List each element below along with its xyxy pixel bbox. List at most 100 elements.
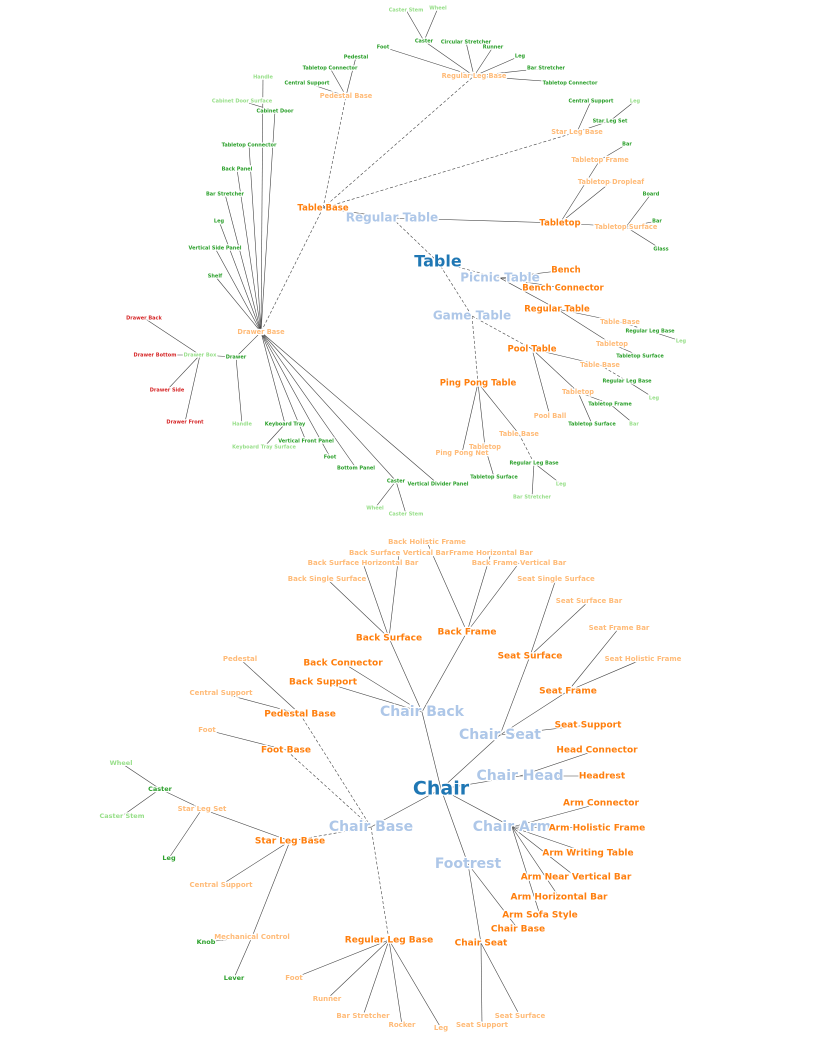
node-label-halo: Drawer Box	[184, 353, 217, 359]
node-label-halo: Caster	[415, 39, 434, 45]
node-label-halo: Rocker	[388, 1021, 416, 1029]
edge-t_tt_surf-t_tt_board	[625, 193, 652, 228]
edge-t_pt-t_pt_bc	[499, 277, 564, 289]
node-label-halo: Regular Leg Base	[509, 461, 559, 467]
node-label-t-db-bs: Bar Stretcher	[206, 192, 245, 198]
node-label-c-fb: Foot Base	[261, 746, 311, 756]
edge-c_seat-c_ssupp	[499, 724, 589, 736]
edge-t_db_kt-t_db_kts	[263, 423, 286, 448]
node-label-halo: Arm Near Vertical Bar	[521, 873, 632, 883]
node-label-halo: Central Support	[190, 689, 254, 697]
node-label-halo: Tabletop Surface	[568, 422, 616, 428]
node-label-halo: Tabletop Frame	[571, 156, 629, 164]
node-label-halo: Handle	[232, 422, 252, 428]
node-label-halo: Leg	[515, 54, 526, 60]
edge-t_rt_tb-t_rlb	[322, 75, 475, 209]
node-label-halo: Back Connector	[303, 659, 383, 669]
node-label-halo: Back Frame Vertical Bar	[472, 559, 567, 567]
edge-t_pt-t_pt_bench	[499, 269, 567, 279]
node-label-halo: Wheel	[429, 6, 447, 12]
edge-t_db-t_db_foot	[260, 331, 331, 458]
edge-c_slb-c_slb_cs	[220, 840, 291, 886]
node-label-halo: Regular Leg Base	[442, 72, 507, 80]
node-label-halo: Tabletop Connector	[543, 81, 598, 87]
node-label-t-pp-ts: Tabletop Surface	[470, 475, 518, 481]
edge-c_sframe-c_shf	[567, 658, 644, 692]
node-label-halo: Drawer Front	[166, 420, 204, 426]
node-label-halo: Table	[414, 252, 462, 271]
edge-c_fb-c_fb_foot	[206, 729, 287, 751]
node-label-halo: Head Connector	[556, 746, 638, 756]
edge-t_tt_surf-t_tt_glass	[625, 226, 662, 250]
edge-t_gt_pool-t_pool_tb	[531, 348, 601, 366]
edge-c_seat-c_sframe	[499, 690, 569, 736]
edge-c_bframe-c_bfhb	[466, 552, 492, 633]
node-label-halo: Foot Base	[261, 746, 311, 756]
node-label-t-rt-tb: Table Base	[297, 204, 348, 214]
node-label-halo: Regular Table	[346, 211, 438, 225]
edge-c-c_foot	[440, 788, 469, 865]
edge-t_rlb-t_rlb_circ	[465, 41, 475, 77]
node-label-t-pt-tb: Table Base	[600, 318, 640, 326]
node-label-t-pt-ts: Tabletop Surface	[616, 354, 664, 360]
edge-t_pt-t_pt_rt	[499, 277, 558, 310]
node-label-t-rlb-foot: Foot	[377, 45, 390, 51]
node-label-halo: Seat Holistic Frame	[605, 655, 682, 663]
edge-t_db-t_db_vsp	[214, 247, 262, 333]
edge-t_db-t_db_vdp	[260, 331, 439, 485]
edge-t_pp_rlb-t_pp_leg	[533, 462, 562, 485]
edge-c_arm-c_ahb	[511, 826, 560, 898]
edge-t_rlb-t_rlb_foot	[382, 46, 475, 77]
node-label-c-ahf: Arm Holistic Frame	[549, 824, 646, 834]
node-label-halo: Caster	[387, 479, 406, 485]
edge-t_rlb_caster-t_rlb_cstem	[405, 9, 425, 42]
edge-t_db-t_db_leg	[218, 220, 262, 333]
node-label-halo: Caster Stem	[100, 812, 145, 820]
node-label-halo: Seat Surface Bar	[556, 597, 623, 605]
node-label-c-ass: Arm Sofa Style	[502, 911, 578, 921]
node-label-halo: Star Leg Base	[255, 837, 325, 847]
node-label-t-slb: Star Leg Base	[551, 128, 603, 136]
node-label-halo: Back Surface	[356, 634, 422, 644]
edge-c_slb_sls-c_slb_caster	[159, 788, 203, 810]
node-label-c-anvb: Arm Near Vertical Bar	[521, 873, 632, 883]
node-label-t-db-leg: Leg	[214, 219, 225, 225]
node-label-c-slb-mc: Mechanical Control	[214, 933, 290, 941]
node-label-t-db-dbox: Drawer Box	[184, 353, 217, 359]
edge-c_slb_caster-c_slb_cstem	[121, 788, 161, 817]
edge-t_tt_frame-t_tt_bar	[599, 143, 628, 161]
node-label-halo: Seat Support	[555, 721, 622, 731]
edge-c_rlb-c_rlb_rocker	[388, 939, 403, 1026]
node-label-t-db-vdp: Vertical Divider Panel	[408, 482, 469, 488]
node-label-t-pp-tb: Table Base	[499, 430, 539, 438]
node-label-halo: Seat Frame Bar	[589, 624, 650, 632]
node-label-t-db-handle2: Handle	[232, 422, 252, 428]
node-label-halo: Seat Single Surface	[517, 575, 595, 583]
edge-t_pb-t_pb_cs	[306, 82, 347, 97]
edge-t_pb-t_pb_ttc	[329, 67, 347, 97]
edge-c_seat-c_ssurf	[499, 655, 531, 736]
node-label-c-aconn: Arm Connector	[563, 799, 639, 809]
node-label-halo: Arm Horizontal Bar	[511, 893, 609, 903]
node-label-halo: Vertical Front Panel	[278, 439, 334, 445]
edge-t_gt_pp-t_pp_tt	[477, 382, 486, 448]
node-label-c-fb-foot: Foot	[198, 726, 216, 734]
edge-c-c_seat	[440, 734, 501, 790]
edge-t-t_rt	[391, 217, 439, 263]
node-label-t-pp-leg: Leg	[556, 482, 567, 488]
node-label-c-pb: Pedestal Base	[264, 710, 336, 720]
node-label-c-rlb-bs: Bar Stretcher	[336, 1012, 390, 1020]
node-label-halo: Bottom Panel	[337, 466, 375, 472]
node-label-halo: Bar Stretcher	[206, 192, 245, 198]
node-label-halo: Pedestal Base	[264, 710, 336, 720]
node-label-t-db-dback: Drawer Back	[126, 316, 162, 322]
edge-t_db_drawer-t_db_handle2	[235, 356, 243, 425]
node-label-halo: Pedestal	[223, 655, 257, 663]
edge-t_pool_tt-t_pool_ts	[577, 391, 593, 425]
edge-c_pb-c_pb_ped	[239, 658, 301, 715]
node-label-halo: Central Support	[569, 99, 615, 105]
node-label-t-tt-frame: Tabletop Frame	[571, 156, 629, 164]
node-label-halo: Foot	[285, 974, 303, 982]
node-label-halo: Glass	[653, 247, 668, 253]
